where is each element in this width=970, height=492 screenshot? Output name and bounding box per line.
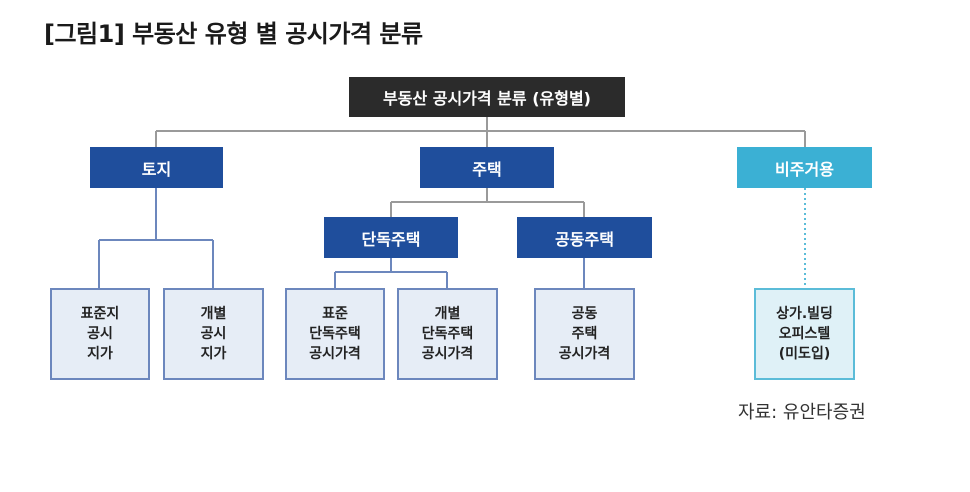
leaf-standard-land: 표준지 공시 지가 xyxy=(50,288,150,380)
category-land: 토지 xyxy=(90,147,223,188)
subcategory-apartment: 공동주택 xyxy=(517,217,652,258)
root-node: 부동산 공시가격 분류 (유형별) xyxy=(349,77,625,117)
leaf-commercial: 상가.빌딩 오피스텔 (미도입) xyxy=(754,288,855,380)
category-non-residential: 비주거용 xyxy=(737,147,872,188)
leaf-individual-land: 개별 공시 지가 xyxy=(163,288,264,380)
leaf-individual-detached: 개별 단독주택 공시가격 xyxy=(397,288,498,380)
figure-title: [그림1] 부동산 유형 별 공시가격 분류 xyxy=(44,20,423,48)
category-housing: 주택 xyxy=(420,147,554,188)
leaf-apartment-price: 공동 주택 공시가격 xyxy=(534,288,635,380)
leaf-standard-detached: 표준 단독주택 공시가격 xyxy=(285,288,385,380)
source-note: 자료: 유안타증권 xyxy=(738,402,866,423)
subcategory-detached: 단독주택 xyxy=(324,217,458,258)
